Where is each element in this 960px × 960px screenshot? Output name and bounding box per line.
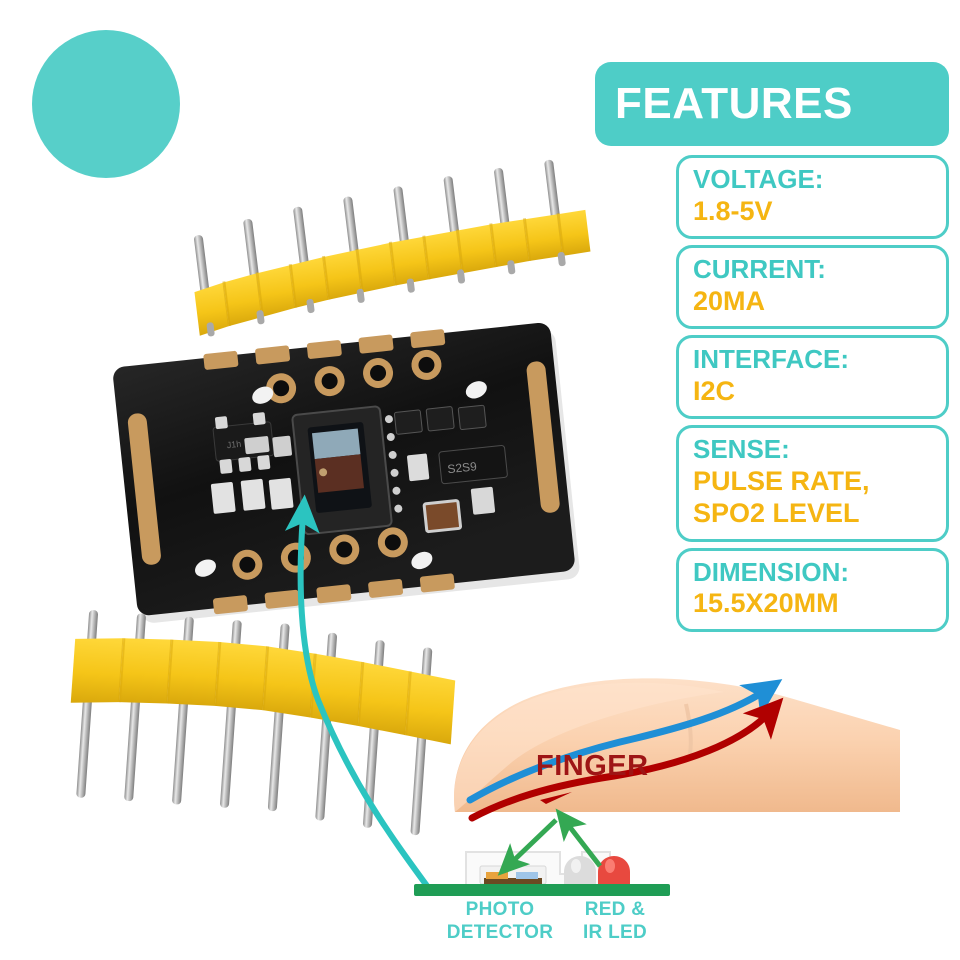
reflected-light-arrow: [497, 818, 558, 876]
side-pad-right: [526, 361, 560, 513]
features-title: FEATURES: [615, 79, 853, 128]
feature-value: PULSE RATE, SPO2 LEVEL: [693, 465, 870, 529]
photo-detector-label: PHOTO DETECTOR: [430, 898, 570, 944]
pin-header-top: [194, 159, 591, 337]
feature-value: I2C: [693, 375, 736, 406]
sensor-board: J1h: [113, 322, 580, 623]
finger-illustration: [454, 678, 900, 822]
finger-label: FINGER: [536, 750, 649, 782]
header-plastic-top: [194, 209, 591, 337]
feature-key: SENSE:: [693, 434, 790, 465]
feature-card-current: CURRENT: 20MA: [676, 245, 949, 330]
sensor-callout-arrow: [284, 494, 433, 893]
castellated-pads-bottom: [213, 573, 455, 615]
chip-marking: S2S9: [447, 459, 478, 476]
smd-components-left: [210, 435, 294, 514]
led-label-line1: RED &: [584, 899, 646, 920]
sensor-window-photodiode: [311, 428, 361, 460]
photo-detector-label-line1: PHOTO: [465, 899, 535, 920]
voltage-regulator-ic: J1h: [212, 412, 275, 474]
led-pair-part: [564, 856, 630, 896]
sensor-module-diagram: [414, 851, 670, 896]
svg-text:J1h: J1h: [226, 439, 241, 450]
mounting-hole-tl: [252, 386, 274, 404]
through-holes-top: [266, 349, 442, 404]
pin-header-bottom: [70, 610, 456, 836]
smd-components-right: S2S9: [393, 404, 508, 534]
red-led: [598, 856, 630, 894]
feature-card-dimension: DIMENSION: 15.5X20MM: [676, 547, 949, 632]
mounting-hole-br: [411, 551, 433, 570]
green-pcb-bar: [414, 884, 670, 896]
pulse-oximeter-sensor-chip: [291, 405, 403, 536]
feature-card-sense: SENSE: PULSE RATE, SPO2 LEVEL: [676, 425, 949, 542]
header-pins-bottom: [76, 610, 433, 836]
features-header: FEATURES: [595, 62, 949, 146]
logo-circle-background: [32, 30, 180, 178]
feature-value: 15.5X20MM: [693, 588, 839, 619]
header-pins-top: [194, 159, 564, 307]
castellated-pads-top: [203, 329, 446, 370]
feature-card-interface: INTERFACE: I2C: [676, 335, 949, 420]
feature-key: CURRENT:: [693, 254, 826, 285]
photo-detector-part: [479, 865, 547, 894]
side-pad-left: [127, 413, 161, 565]
brand-logo: [32, 30, 180, 178]
led-label-line2: IR LED: [582, 922, 648, 944]
features-list: VOLTAGE: 1.8-5V CURRENT: 20MA INTERFACE:…: [676, 155, 949, 638]
ir-led: [564, 856, 596, 894]
feature-value: 1.8-5V: [693, 195, 773, 226]
emitted-light-arrow: [555, 808, 602, 868]
mounting-hole-tr: [465, 381, 487, 399]
header-plastic-bottom: [70, 638, 456, 745]
feature-key: INTERFACE:: [693, 344, 849, 375]
photo-detector-label-line2: DETECTOR: [446, 922, 554, 944]
feature-value: 20MA: [693, 285, 766, 316]
sensor-window-led-die: [314, 454, 364, 493]
led-label: RED & IR LED: [545, 898, 685, 944]
through-holes-bottom: [232, 527, 408, 580]
mounting-hole-bl: [195, 559, 216, 577]
vein-path: [466, 679, 783, 804]
feature-key: DIMENSION:: [693, 556, 849, 587]
feature-key: VOLTAGE:: [693, 164, 824, 194]
feature-card-voltage: VOLTAGE: 1.8-5V: [676, 155, 949, 240]
